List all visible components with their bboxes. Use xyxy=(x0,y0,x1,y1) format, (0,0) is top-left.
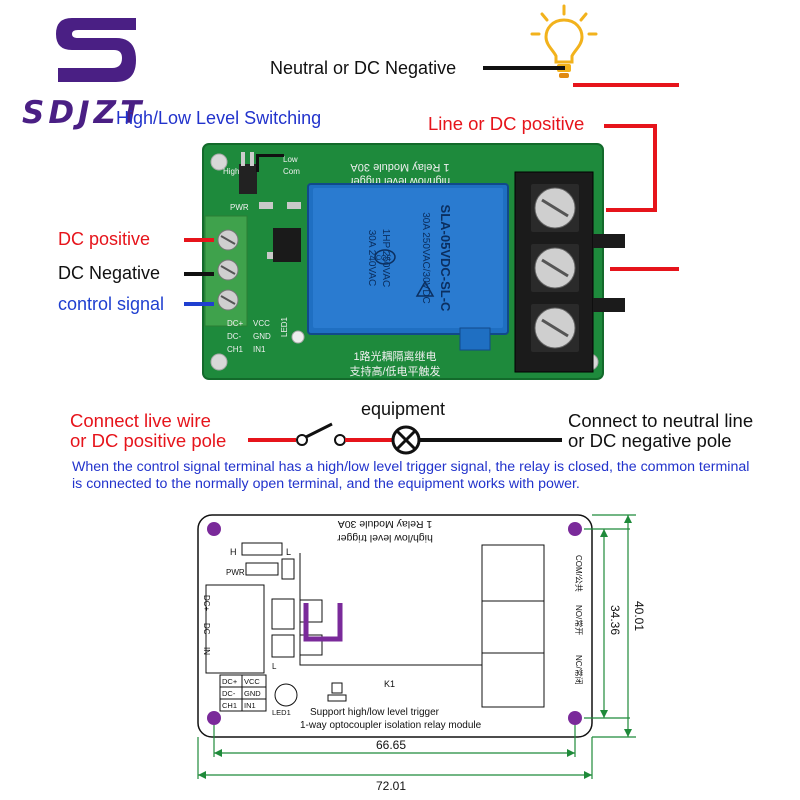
drawing-pin-5: CH1 xyxy=(222,701,237,710)
mount-hole xyxy=(207,711,221,725)
board-high-label: High xyxy=(223,167,239,176)
neutral-wire xyxy=(483,66,565,70)
drawing-l: L xyxy=(286,547,291,557)
connect-live-label-2: or DC positive pole xyxy=(70,430,227,451)
dimension-drawing: high/low level trigger 1 Relay Module 30… xyxy=(197,514,646,793)
connect-live-label-1: Connect live wire xyxy=(70,410,211,431)
line-wire-v xyxy=(653,124,657,212)
board-outline xyxy=(197,514,593,738)
drawing-pin-3: DC- xyxy=(222,689,236,698)
brand-logo-text: SDJZT xyxy=(22,95,146,131)
line-wire-terminal xyxy=(606,208,657,212)
mount-hole xyxy=(207,522,221,536)
board-silk-bottom-2: 支持高/低电平触发 xyxy=(349,364,440,378)
drawing-l-2: L xyxy=(272,662,277,671)
connect-neutral-label-1: Connect to neutral line xyxy=(568,410,754,431)
drawing-com: COM/公共 xyxy=(574,555,583,592)
line-positive-label: Line or DC positive xyxy=(428,113,585,134)
switch-lever xyxy=(305,422,333,439)
dim-width-inner: 66.65 xyxy=(376,738,406,752)
relay-line-4: 30A 240VAC xyxy=(366,230,377,287)
dc-negative-label: DC Negative xyxy=(58,263,161,283)
operation-note: When the control signal terminal has a h… xyxy=(72,459,750,492)
drawing-support: Support high/low level trigger xyxy=(310,707,440,718)
drawing-pin-1: DC+ xyxy=(222,677,238,686)
drawing-pin-6: IN1 xyxy=(244,701,256,710)
board-pwr-label: PWR xyxy=(230,203,249,212)
board-com-label: Com xyxy=(283,167,300,176)
relay-line-3: 1HP 250VAC xyxy=(380,229,391,288)
relay-coil-mark xyxy=(303,603,343,642)
board-silk-bottom-1: 1路光耦隔离继电 xyxy=(353,349,436,363)
bulb-line-wire xyxy=(573,83,679,87)
brand-logo xyxy=(56,18,136,82)
board-pin-6: IN1 xyxy=(253,345,266,354)
connect-neutral-label-2: or DC negative pole xyxy=(568,430,732,451)
lamp-return-wire xyxy=(610,267,679,271)
light-bulb-icon xyxy=(530,4,598,78)
switch-contact-left xyxy=(296,434,308,446)
drawing-pin-2: VCC xyxy=(244,677,260,686)
drawing-top-2: 1 Relay Module 30A xyxy=(338,518,433,530)
drawing-dc-minus: DC- xyxy=(202,623,211,638)
drawing-optocoupler: 1-way optocoupler isolation relay module xyxy=(300,720,482,731)
equipment-label: equipment xyxy=(361,399,446,419)
dim-height-inner: 34.36 xyxy=(608,605,622,635)
level-switching-label: High/Low Level Switching xyxy=(116,108,322,128)
board-low-label: Low xyxy=(283,155,298,164)
relay-model: SLA-05VDC-SL-C xyxy=(438,205,453,313)
control-signal-wire xyxy=(184,302,214,306)
drawing-pin-4: GND xyxy=(244,689,261,698)
control-signal-label: control signal xyxy=(58,294,165,314)
drawing-top-1: high/low level trigger xyxy=(337,532,433,544)
relay-line-2: 30A 250VAC/30VDC xyxy=(420,212,431,304)
switch-contact-right xyxy=(334,434,346,446)
drawing-pwr: PWR xyxy=(226,568,245,577)
dc-positive-label: DC positive xyxy=(58,229,151,249)
relay-brand: CQC xyxy=(376,255,392,262)
drawing-led: LED1 xyxy=(272,708,291,717)
jumper-pointer-v xyxy=(256,156,259,172)
board-silk-top-2: 1 Relay Module 30A xyxy=(350,161,450,173)
dc-negative-wire xyxy=(184,272,214,276)
mount-hole xyxy=(568,522,582,536)
drawing-h: H xyxy=(230,547,237,557)
drawing-dc-plus: DC+ xyxy=(202,595,211,612)
relay-module-board: high/low level trigger 1 Relay Module 30… xyxy=(202,143,625,380)
board-led-label: LED1 xyxy=(280,316,289,337)
line-wire-h xyxy=(604,124,656,128)
drawing-k1: K1 xyxy=(384,679,395,689)
circuit-line xyxy=(248,422,562,455)
jumper-pointer-h xyxy=(256,154,284,157)
drawing-nc: NC/常闭 xyxy=(574,655,583,685)
neutral-label: Neutral or DC Negative xyxy=(270,58,457,78)
board-pin-5: CH1 xyxy=(227,345,244,354)
dc-positive-wire xyxy=(184,238,214,242)
dim-height-outer: 40.01 xyxy=(632,601,646,631)
drawing-no: NO/常开 xyxy=(574,605,583,635)
board-pin-2: VCC xyxy=(253,319,270,328)
mount-hole xyxy=(568,711,582,725)
drawing-in: IN xyxy=(202,647,211,655)
board-pin-3: DC- xyxy=(227,332,242,341)
board-pin-1: DC+ xyxy=(227,319,244,328)
dim-width-outer: 72.01 xyxy=(376,779,406,793)
board-pin-4: GND xyxy=(253,332,271,341)
